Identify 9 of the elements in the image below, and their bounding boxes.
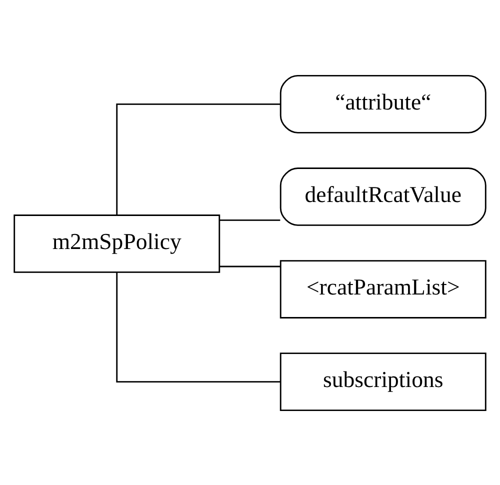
- node-box: “attribute“: [280, 74, 486, 133]
- node-box: m2mSpPolicy: [14, 214, 220, 272]
- node-box: <rcatParamList>: [280, 260, 486, 318]
- node-box: subscriptions: [280, 352, 486, 411]
- connector: [219, 219, 280, 220]
- connector: [116, 102, 281, 214]
- connector: [219, 265, 280, 267]
- node-box: defaultRcatValue: [280, 167, 486, 226]
- connector: [116, 272, 281, 382]
